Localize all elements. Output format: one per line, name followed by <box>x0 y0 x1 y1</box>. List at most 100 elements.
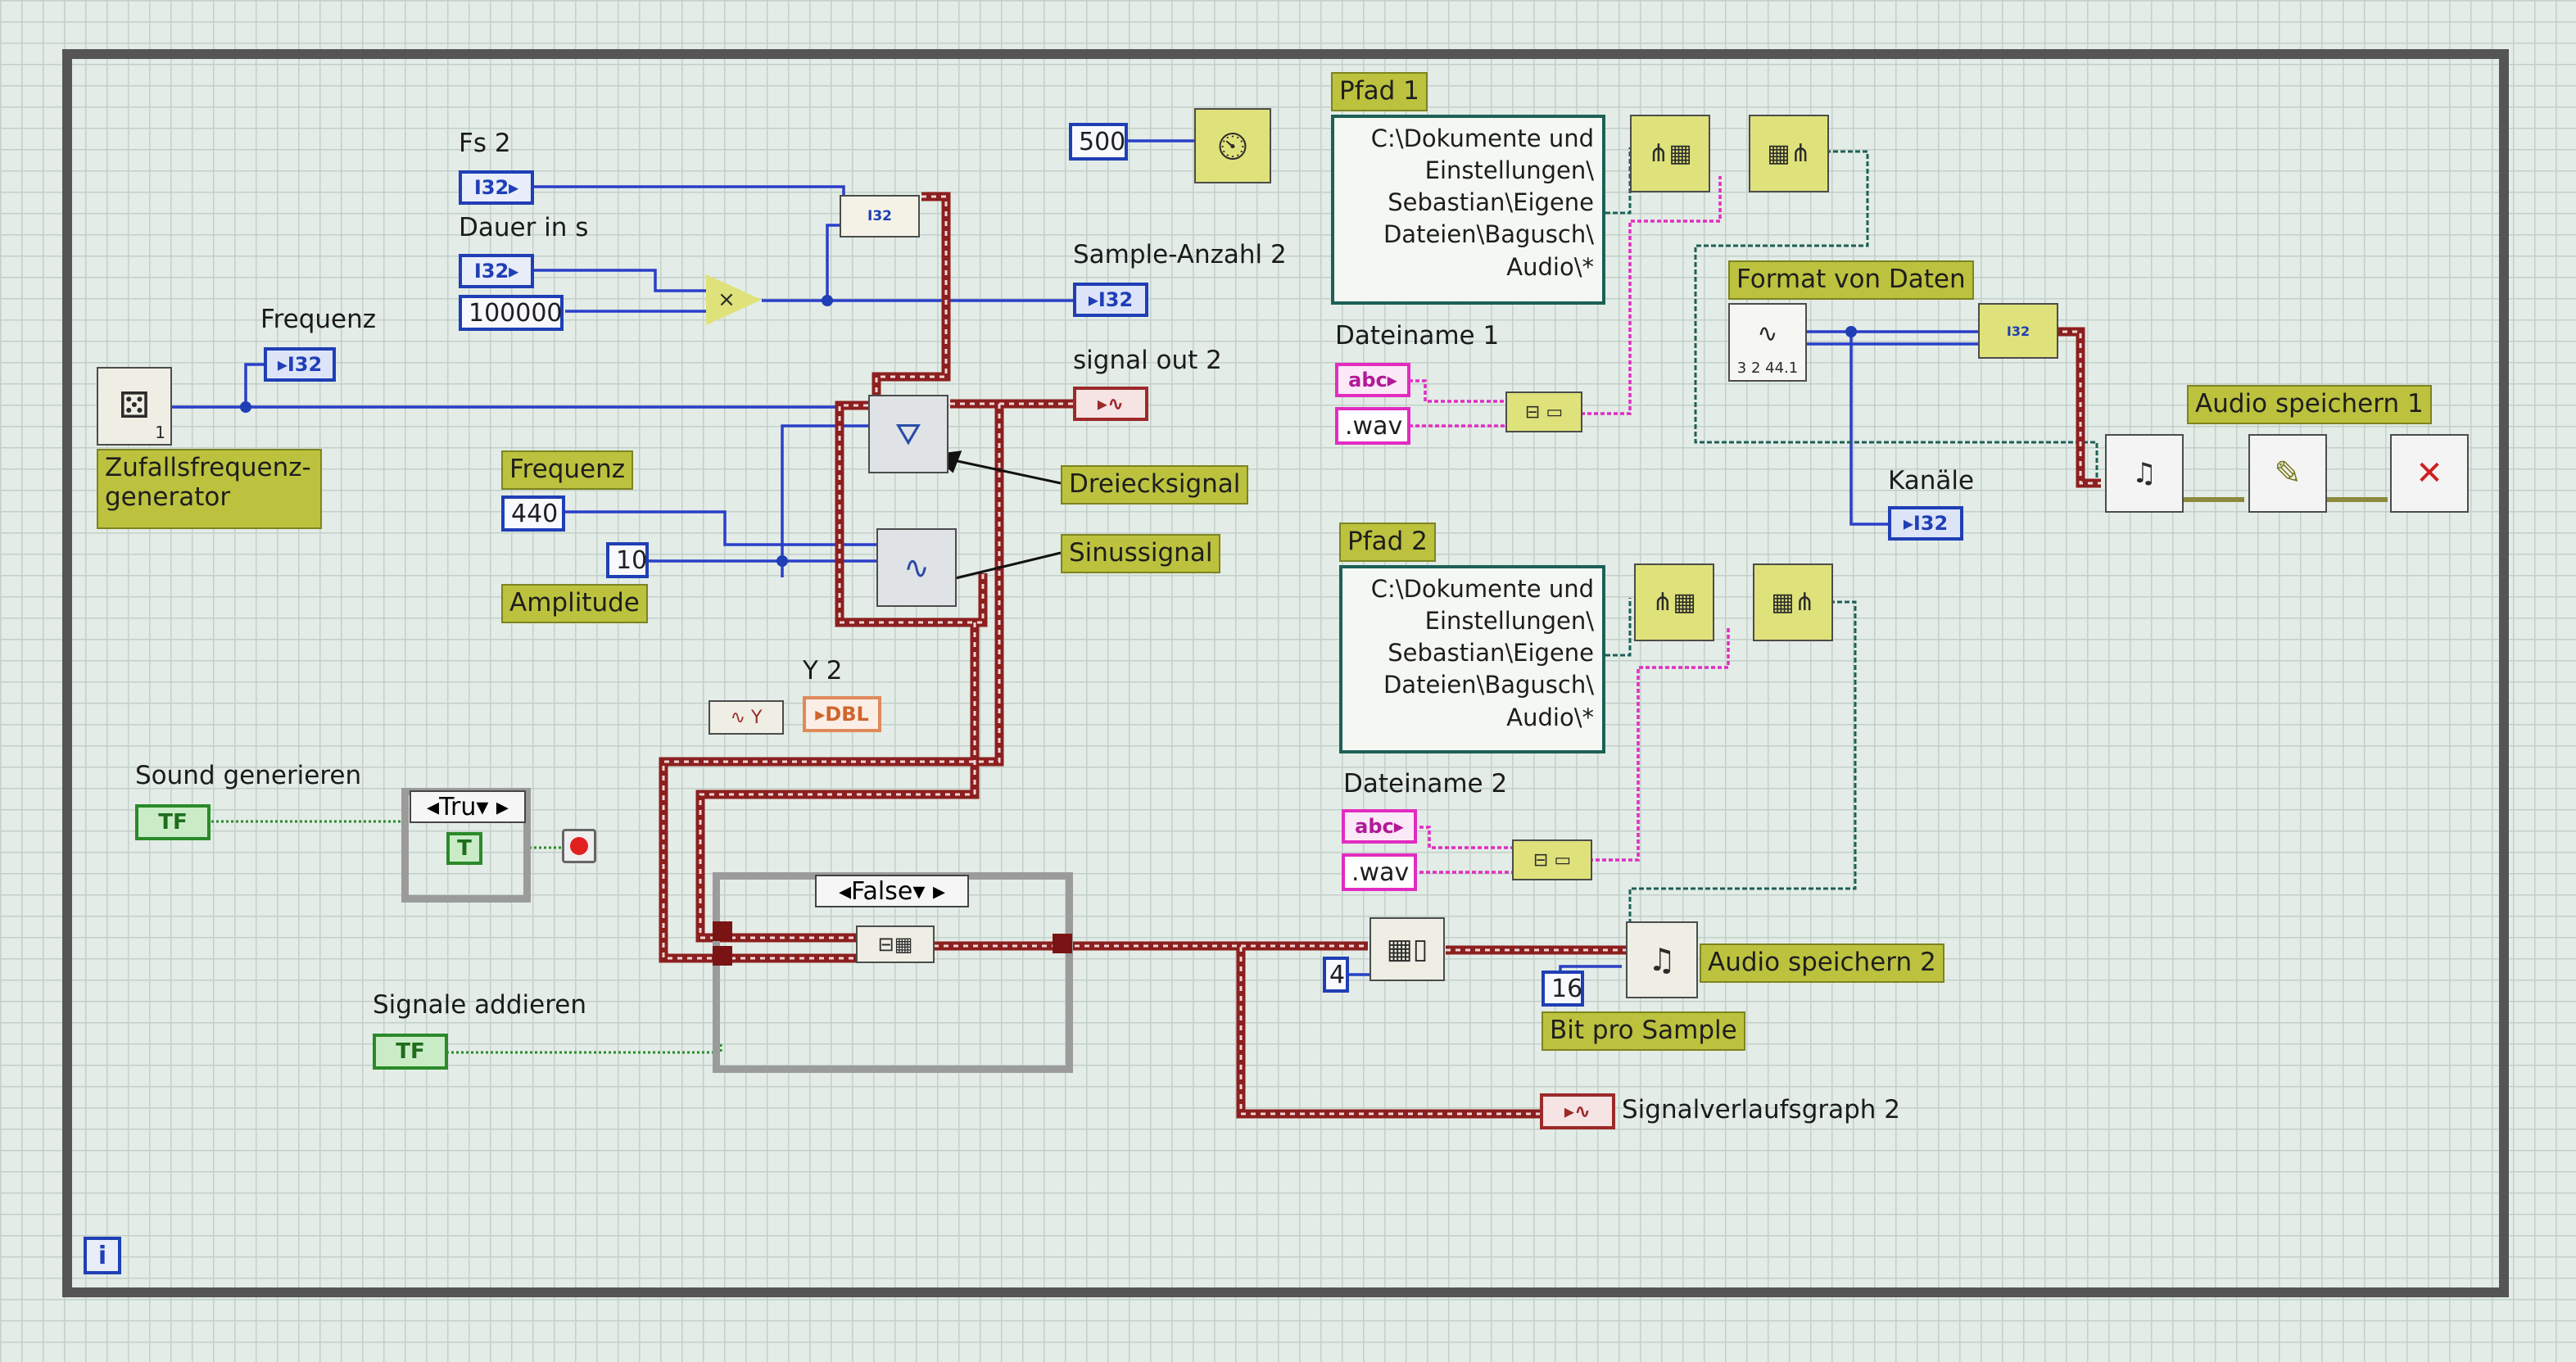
strip-path-node-1a[interactable]: ⋔▦ <box>1630 115 1710 192</box>
stop-button[interactable] <box>562 829 596 863</box>
bundle-node[interactable]: I32 <box>840 195 920 238</box>
sound-file-write-simple-node[interactable]: ♫ <box>1626 921 1698 998</box>
case-false-label: False <box>851 876 913 906</box>
graph-indicator: ▸∿ <box>1540 1093 1615 1129</box>
while-loop-border <box>62 49 2509 1297</box>
bundle-format-node[interactable]: I32 <box>1978 303 2058 359</box>
sample-anzahl-type: I32 <box>1098 288 1134 311</box>
label-kanaele: Kanäle <box>1888 466 1975 495</box>
kanaele-indicator: ▸I32 <box>1888 506 1963 541</box>
concat-strings-node-2[interactable]: ⊟ ▭ <box>1512 839 1592 880</box>
arrow-right-icon: ▸ <box>1393 815 1404 838</box>
wav1-constant[interactable]: .wav <box>1335 407 1410 445</box>
label-frequenz-top: Frequenz <box>260 305 377 334</box>
const-100000[interactable]: 100000 <box>459 295 564 331</box>
frequenz-indicator: ▸I32 <box>264 347 336 382</box>
wire-junctions <box>240 295 1857 567</box>
wav2-constant[interactable]: .wav <box>1342 853 1417 891</box>
waveform-wires <box>659 192 2101 1119</box>
label-audio1: Audio speichern 1 <box>2187 385 2432 424</box>
strip-path-node-2a[interactable]: ⋔▦ <box>1634 563 1714 641</box>
sound-gen-control[interactable]: TF <box>135 804 211 840</box>
build-path-icon: ▦⋔ <box>1771 588 1815 617</box>
tunnel-in-1 <box>713 921 732 941</box>
dateiname1-type: abc <box>1348 369 1388 391</box>
sound-file-close-node[interactable]: ✕ <box>2390 434 2469 513</box>
sound-file-icon: ♫ <box>2131 457 2157 490</box>
triangle-wave-icon: ⛛ <box>895 416 921 452</box>
string-wires <box>1409 176 1730 874</box>
tunnel-in-2 <box>713 946 732 966</box>
pencil-icon: ✎ <box>2274 455 2302 492</box>
left-arrow-icon: ◂ <box>838 876 852 906</box>
waveform-icon: ▸∿ <box>1097 392 1125 415</box>
sine-generator[interactable]: ∿ <box>876 528 957 607</box>
pfad2-constant[interactable]: C:\Dokumente und Einstellungen\ Sebastia… <box>1339 565 1605 753</box>
const-16[interactable]: 16 <box>1542 971 1584 1007</box>
arrow-right-icon: ▸ <box>277 353 287 376</box>
case-selector-true[interactable]: ◂Tru▾ ▸ <box>410 790 526 823</box>
concat-strings-node-1[interactable]: ⊟ ▭ <box>1505 391 1582 432</box>
zufallsfrequenz-node[interactable]: ⚄1 <box>97 367 172 446</box>
strip-path-node-2b[interactable]: ▦⋔ <box>1753 563 1833 641</box>
arrow-right-icon: ▸ <box>1387 369 1397 391</box>
build-array-node[interactable]: ⊟▦ <box>856 925 935 963</box>
label-audio2: Audio speichern 2 <box>1700 943 1944 983</box>
bundle-type: I32 <box>867 208 892 224</box>
arrow-right-icon: ▸ <box>815 703 826 726</box>
pfad1-constant[interactable]: C:\Dokumente und Einstellungen\ Sebastia… <box>1331 115 1605 305</box>
const-500[interactable]: 500 <box>1069 123 1128 161</box>
reshape-array-icon: ▦▯ <box>1386 933 1428 966</box>
const-440[interactable]: 440 <box>501 495 565 532</box>
left-arrow-icon: ◂ <box>427 792 440 821</box>
triangle-generator[interactable]: ⛛ <box>868 395 948 473</box>
const-4[interactable]: 4 <box>1323 957 1349 993</box>
sine-wave-icon: ∿ <box>903 550 930 586</box>
strip-path-node-1b[interactable]: ▦⋔ <box>1749 115 1829 192</box>
label-amplitude: Amplitude <box>501 584 648 623</box>
const-10[interactable]: 10 <box>606 542 649 578</box>
dateiname1-control[interactable]: abc▸ <box>1335 363 1410 397</box>
dateiname2-control[interactable]: abc▸ <box>1342 809 1417 844</box>
array-icon: ⊟▦ <box>877 933 913 956</box>
reshape-array-node[interactable]: ▦▯ <box>1369 917 1445 981</box>
arrow-right-icon: ▸ <box>1903 512 1913 535</box>
label-dateiname2: Dateiname 2 <box>1343 769 1508 799</box>
sample-anzahl-indicator: ▸I32 <box>1073 283 1148 317</box>
dropdown-arrow-icon: ▾ ▸ <box>912 876 946 906</box>
label-format: Format von Daten <box>1728 260 1974 300</box>
label-graph: Signalverlaufsgraph 2 <box>1622 1095 1901 1124</box>
case-selector-false[interactable]: ◂False▾ ▸ <box>815 875 969 907</box>
sound-file-write-node[interactable]: ✎ <box>2248 434 2327 513</box>
get-waveform-y-node[interactable]: ∿ Y <box>709 700 784 735</box>
label-bit-pro-sample: Bit pro Sample <box>1542 1011 1745 1051</box>
signale-add-control[interactable]: TF <box>373 1034 448 1070</box>
wait-ms-node[interactable]: ⏲ <box>1194 108 1271 183</box>
signale-add-type: TF <box>396 1039 425 1064</box>
label-sound-gen: Sound generieren <box>135 761 362 790</box>
case-true-label: Tru <box>439 792 477 821</box>
label-dauer: Dauer in s <box>459 213 589 242</box>
arrow-right-icon: ▸ <box>509 260 519 283</box>
dice-icon: ⚄ <box>118 385 151 427</box>
metronome-icon: ⏲ <box>1216 122 1249 170</box>
label-fs2: Fs 2 <box>459 129 511 158</box>
fs2-control[interactable]: I32▸ <box>459 170 534 205</box>
sound-format-node[interactable]: 3 2 44.1∿ <box>1728 303 1807 382</box>
tunnel-out <box>1053 934 1072 953</box>
true-constant[interactable]: T <box>446 832 482 865</box>
boolean-wires <box>211 820 722 1054</box>
zufall-n: 1 <box>155 423 165 442</box>
arrow-right-icon: ▸ <box>509 176 519 199</box>
concat-icon: ⊟ ▭ <box>1524 401 1564 423</box>
strip-path-icon: ⋔▦ <box>1652 588 1696 617</box>
label-pfad1: Pfad 1 <box>1331 72 1428 111</box>
label-signale-add: Signale addieren <box>373 990 586 1020</box>
sound-file-open-node[interactable]: ♫ <box>2105 434 2184 513</box>
label-sample-anzahl: Sample-Anzahl 2 <box>1073 240 1287 269</box>
dauer-control[interactable]: I32▸ <box>459 254 534 288</box>
waveform-icon: ∿ <box>1757 319 1778 348</box>
y2-type: DBL <box>825 703 869 726</box>
concat-icon: ⊟ ▭ <box>1532 849 1572 871</box>
build-path-icon: ▦⋔ <box>1767 139 1811 168</box>
